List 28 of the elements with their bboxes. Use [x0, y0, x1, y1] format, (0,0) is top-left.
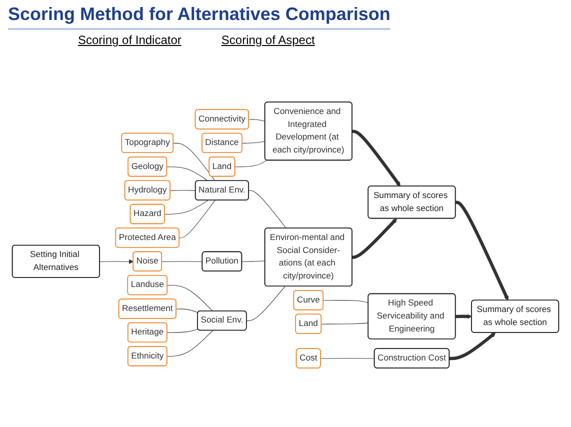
arrow: [352, 218, 398, 259]
connector: [166, 328, 198, 333]
connector: [248, 119, 266, 122]
column-heading: Scoring of Aspect: [221, 33, 315, 47]
connector: [248, 190, 286, 229]
connector: [162, 261, 203, 262]
connector: [246, 286, 286, 322]
arrow: [100, 259, 134, 264]
arrow: [352, 130, 400, 186]
connector: [164, 200, 208, 215]
connector: [176, 308, 198, 313]
connector: [242, 141, 266, 144]
connector: [170, 190, 196, 191]
connector: [167, 285, 213, 312]
connector: [320, 358, 375, 359]
arrow: [455, 200, 509, 301]
arrow: [449, 332, 496, 360]
arrow: [455, 314, 472, 319]
column-heading: Scoring of Indicator: [78, 33, 182, 47]
connector: [179, 200, 216, 238]
connector: [242, 260, 266, 262]
title: Scoring Method for Alternatives Comparison: [8, 4, 390, 30]
connector: [166, 330, 213, 357]
connector: [173, 142, 216, 182]
connector: [166, 166, 208, 182]
connector: [323, 300, 369, 304]
connector: [234, 160, 267, 168]
connector: [321, 322, 369, 324]
